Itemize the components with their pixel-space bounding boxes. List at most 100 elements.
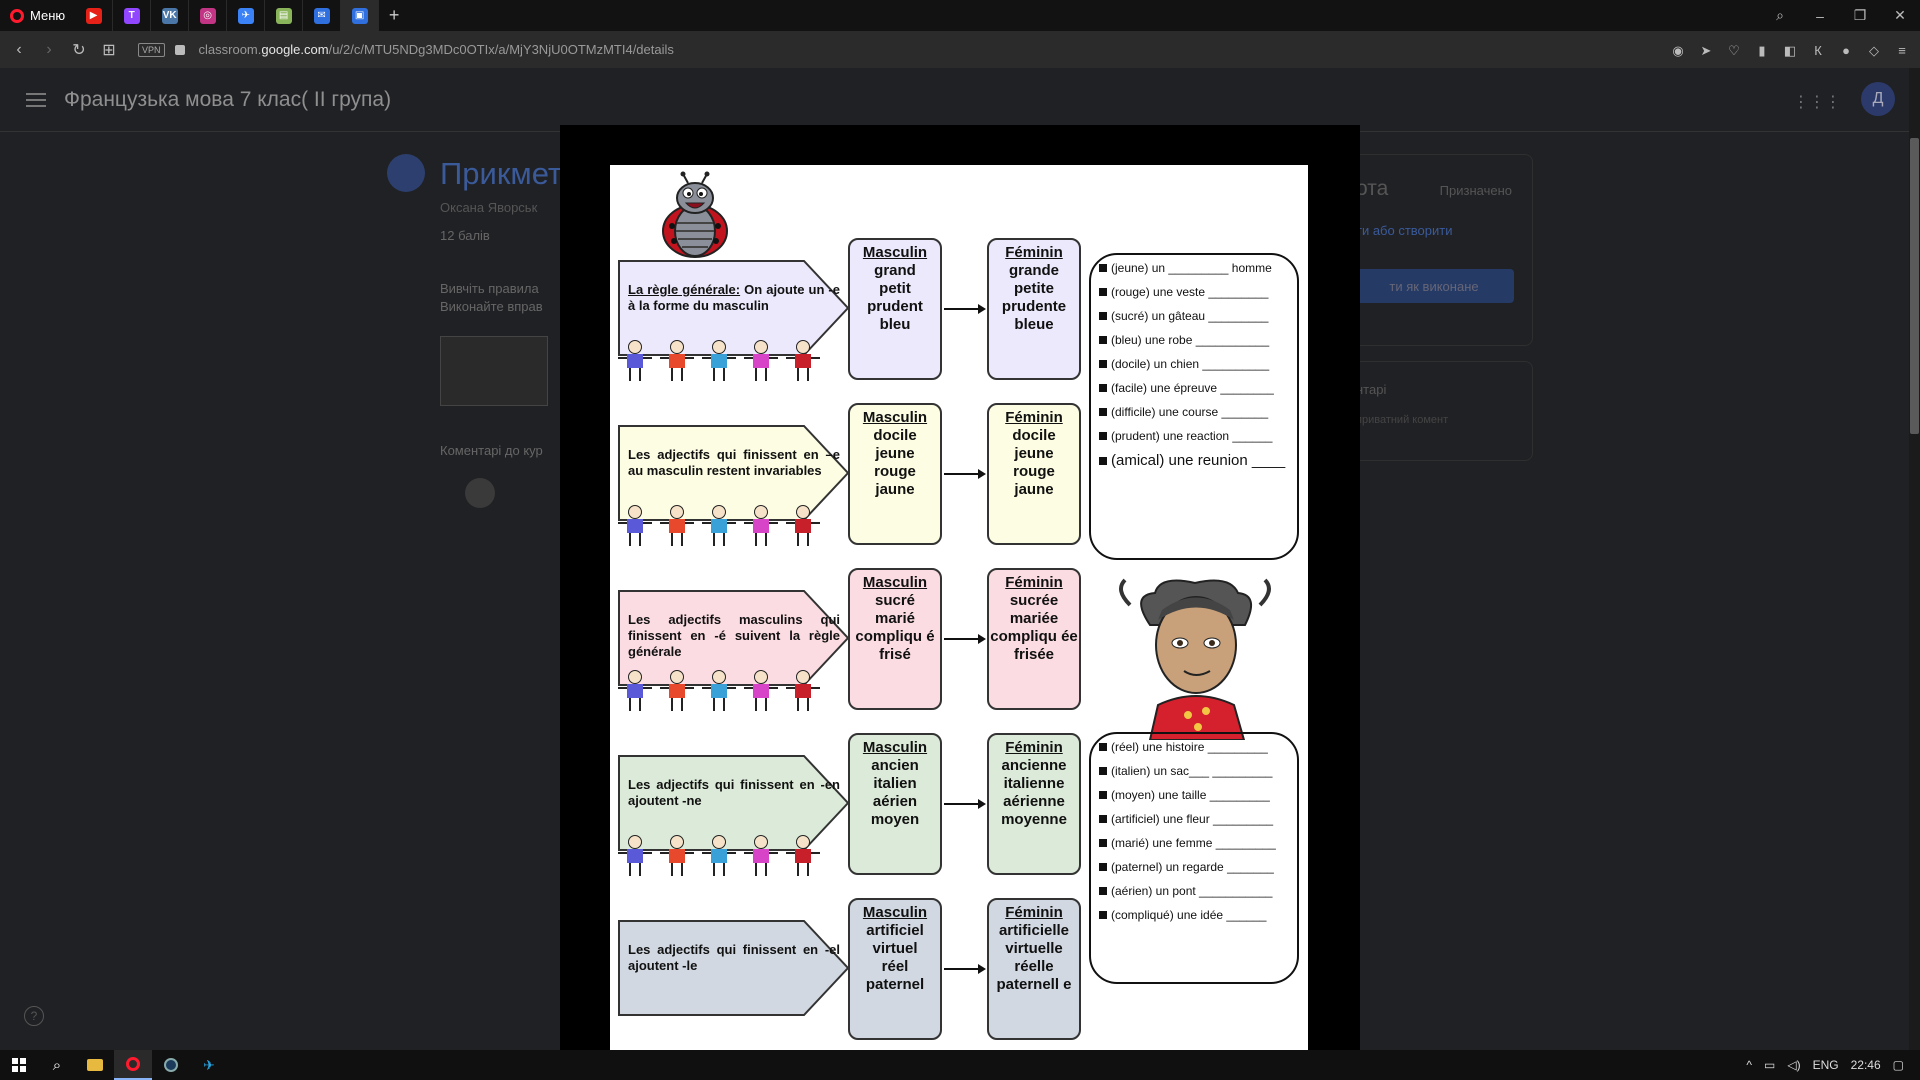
exercise-item: (bleu) une robe ___________ xyxy=(1099,333,1289,348)
heart-icon[interactable]: ♡ xyxy=(1728,42,1740,58)
twitch-icon: T xyxy=(123,7,140,24)
masculin-word: aérien xyxy=(872,793,918,810)
masculin-word: virtuel xyxy=(872,940,918,957)
girl-illustration-icon xyxy=(1119,578,1271,740)
masculin-heading: Masculin xyxy=(862,574,928,591)
translate-icon[interactable]: ◧ xyxy=(1783,42,1797,58)
mark-as-done-button[interactable]: ти як виконане xyxy=(1354,269,1514,303)
children-illustration-icon xyxy=(618,338,833,382)
exercise-item: (compliqué) une idée ______ xyxy=(1099,908,1289,923)
masculin-heading: Masculin xyxy=(862,739,928,756)
masculin-word: moyen xyxy=(870,811,920,828)
url-field[interactable]: classroom.google.com/u/2/c/MTU5NDg3MDc0O… xyxy=(198,42,674,57)
feminin-word: grande xyxy=(1008,262,1059,279)
clock[interactable]: 22:46 xyxy=(1850,1058,1881,1072)
window-controls: ⌕ – ❐ ✕ xyxy=(1760,0,1920,31)
cube-icon[interactable]: ◇ xyxy=(1869,42,1879,58)
language-indicator[interactable]: ENG xyxy=(1812,1058,1839,1072)
telegram-taskbar-icon[interactable]: ✈ xyxy=(203,1056,215,1073)
private-comments-card: нтарі приватний комент xyxy=(1333,361,1533,461)
browser-tab[interactable]: ✉ xyxy=(303,0,342,31)
browser-tab[interactable]: VK xyxy=(151,0,190,31)
scrollbar-thumb[interactable] xyxy=(1910,138,1919,434)
feminin-word: italienne xyxy=(1003,775,1065,792)
rule-body: Les adjectifs qui finissent en -en ajout… xyxy=(628,777,840,808)
easy-setup-icon[interactable]: ≡ xyxy=(1898,42,1906,58)
browser-tab[interactable]: ▣ xyxy=(341,0,380,31)
windows-logo-icon xyxy=(12,1058,26,1072)
masculin-word: jaune xyxy=(875,481,915,498)
vk-extension-icon[interactable]: К xyxy=(1814,42,1822,58)
apps-grid-icon[interactable]: ⋮⋮⋮ xyxy=(1793,94,1841,111)
classroom-icon: ▣ xyxy=(351,7,368,24)
opera-taskbar-icon[interactable] xyxy=(114,1050,152,1080)
masculin-word: compliqu é xyxy=(855,628,935,645)
lock-icon[interactable] xyxy=(174,44,185,55)
vpn-extension-icon[interactable]: ● xyxy=(1842,42,1850,58)
private-comments-title: нтарі xyxy=(1356,382,1387,397)
help-icon[interactable]: ? xyxy=(24,1006,44,1026)
network-icon[interactable]: ▭ xyxy=(1764,1058,1776,1072)
arrow-connector xyxy=(944,469,986,479)
attachment-thumbnail[interactable] xyxy=(440,336,548,406)
private-comment-input[interactable]: приватний комент xyxy=(1356,414,1449,426)
windows-taskbar: ⌕ ✈ ^ ▭ ◁) ENG 22:46 ▢ xyxy=(0,1050,1920,1080)
assignment-title: Прикмет xyxy=(440,156,563,191)
browser-tab[interactable]: T xyxy=(113,0,152,31)
exercise-box-2: (réel) une histoire _________(italien) u… xyxy=(1089,732,1299,984)
opera-menu-button[interactable]: Меню xyxy=(0,0,75,31)
notifications-icon[interactable]: ▢ xyxy=(1892,1058,1904,1072)
camera-icon[interactable]: ◉ xyxy=(1672,42,1684,58)
feminin-heading: Féminin xyxy=(1005,904,1063,921)
browser-tab[interactable]: ▶ xyxy=(75,0,114,31)
course-title[interactable]: Французька мова 7 клас( ІІ група) xyxy=(64,88,392,111)
taskbar-search-icon[interactable]: ⌕ xyxy=(52,1056,62,1074)
extension-icon[interactable]: ▮ xyxy=(1758,42,1766,58)
file-explorer-icon[interactable] xyxy=(76,1050,114,1080)
send-icon[interactable]: ➤ xyxy=(1700,42,1712,58)
assignment-author: Оксана Яворськ xyxy=(440,200,538,215)
volume-icon[interactable]: ◁) xyxy=(1787,1058,1801,1072)
address-bar: ‹ › ↻ ⊞ VPN classroom.google.com/u/2/c/M… xyxy=(0,31,1920,68)
account-avatar[interactable]: Д xyxy=(1861,82,1895,116)
masculin-word: frisé xyxy=(879,646,911,663)
masculin-word: docile xyxy=(873,427,917,444)
browser-tab[interactable]: ◎ xyxy=(189,0,228,31)
tray-expand-icon[interactable]: ^ xyxy=(1746,1058,1753,1072)
add-or-create-button[interactable]: ти або створити xyxy=(1356,223,1453,238)
feminin-word: moyenne xyxy=(1001,811,1067,828)
new-tab-button[interactable]: + xyxy=(388,5,400,25)
masculin-word: marié xyxy=(874,610,916,627)
close-button[interactable]: ✕ xyxy=(1894,7,1906,23)
restore-button[interactable]: ❐ xyxy=(1853,7,1867,23)
minimize-button[interactable]: – xyxy=(1816,7,1824,24)
speed-dial-icon[interactable]: ⊞ xyxy=(102,41,116,59)
opera-menu-label: Меню xyxy=(30,8,66,23)
search-icon[interactable]: ⌕ xyxy=(1776,7,1784,23)
back-button[interactable]: ‹ xyxy=(16,40,22,58)
reload-button[interactable]: ↻ xyxy=(72,41,86,59)
start-button[interactable] xyxy=(0,1050,38,1080)
steam-taskbar-icon[interactable] xyxy=(152,1050,190,1080)
rule-body: Les adjectifs qui finissent en -el ajout… xyxy=(628,942,840,973)
page-scrollbar[interactable] xyxy=(1909,68,1920,1050)
exercise-item: (rouge) une veste _________ xyxy=(1099,285,1289,300)
browser-tab[interactable]: ▤ xyxy=(265,0,304,31)
work-status: Призначено xyxy=(1439,183,1512,198)
masculin-word: rouge xyxy=(874,463,916,480)
forward-button[interactable]: › xyxy=(46,40,52,58)
masculin-word: italien xyxy=(873,775,917,792)
masculin-heading: Masculin xyxy=(862,409,928,426)
browser-tab[interactable]: ✈ xyxy=(227,0,266,31)
exercise-item: (aérien) un pont ___________ xyxy=(1099,884,1289,899)
rule-arrow: Les adjectifs qui finissent en –e au mas… xyxy=(618,425,850,521)
comment-avatar xyxy=(465,478,495,508)
hamburger-menu-icon[interactable] xyxy=(26,93,46,107)
vpn-badge[interactable]: VPN xyxy=(138,42,165,57)
folder-icon: ▤ xyxy=(275,7,292,24)
arrow-connector xyxy=(944,799,986,809)
